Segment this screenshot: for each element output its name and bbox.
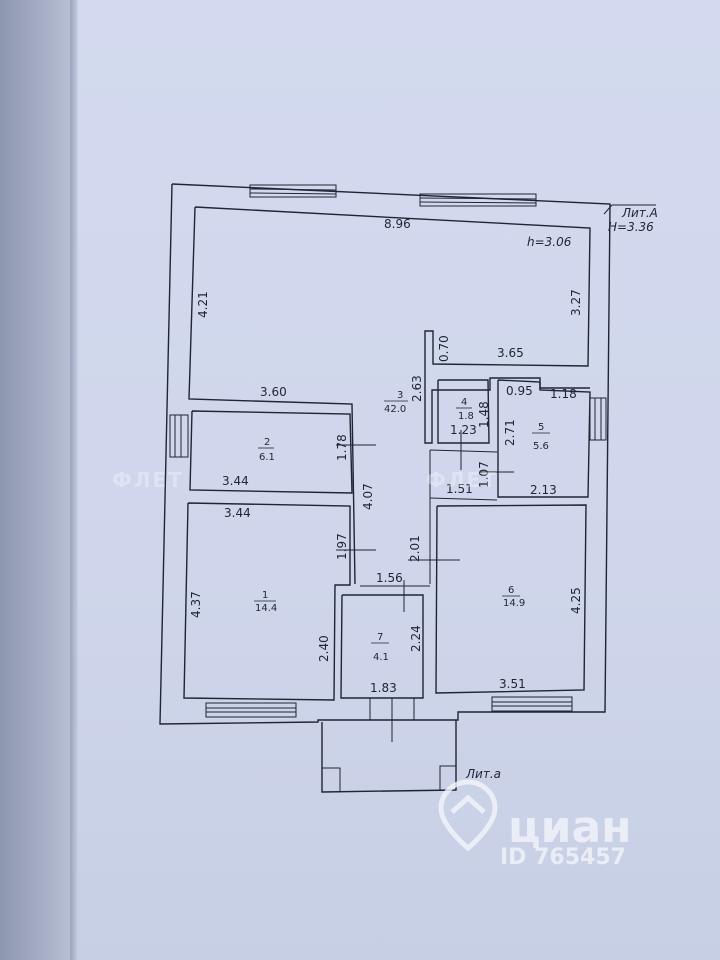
dim-r5-top-right: 1.18 [550,387,577,401]
watermark-brand: циан [508,802,632,853]
room-7-area: 4.1 [373,652,389,663]
dim-r4-height: 1.48 [477,401,491,428]
room-3-number: 3 [397,390,403,401]
dim-r5-height: 2.71 [503,419,517,446]
paper-edge [70,0,78,960]
room-2-number: 2 [264,437,270,448]
room-3-area: 42.0 [384,404,406,415]
lit-main-label: Лит.А [621,206,658,220]
dim-r1-width: 3.44 [224,506,251,520]
paper-sheet [70,0,720,960]
window-bottom-left [205,702,297,718]
window-top-left [249,184,337,198]
annex [321,720,457,793]
dim-r7-height: 2.24 [409,625,423,652]
room-7-wall [340,594,424,699]
room-2-area: 6.1 [259,452,275,463]
window-left [169,414,189,458]
height-main-label: H=3.36 [608,220,654,234]
room-5-number: 5 [538,422,544,433]
watermark-id: ID 765457 [500,845,626,870]
dim-r6-width: 3.51 [499,677,526,691]
room-2-wall [189,410,353,494]
room-6-wall [435,504,587,694]
dim-corridor-height: 4.07 [361,483,375,510]
dim-r5-top-left: 0.95 [506,384,533,398]
dim-top-width: 8.96 [384,217,411,231]
lit-annex-label: Лит.а [465,767,501,781]
room-6-number: 6 [508,585,514,596]
dim-r1-height: 4.37 [189,591,203,618]
room-labels: 3 42.0 2 6.1 1 14.4 4 1.8 5 5.6 6 14.9 7… [254,390,550,663]
vertical-dimensions: 4.21 3.27 0.70 2.63 1.48 2.71 1.07 1.78 … [189,289,583,662]
dim-pass-height: 2.63 [410,375,424,402]
dim-156: 1.56 [376,571,403,585]
window-bottom-right [491,696,573,712]
room-1-number: 1 [262,590,268,601]
room-4-number: 4 [461,397,467,408]
dim-niche: 0.70 [437,335,451,362]
room-4-wall [437,379,490,444]
room-5-area: 5.6 [533,441,549,452]
window-right [589,397,607,441]
window-top-right [419,193,537,207]
partition [429,449,498,453]
cian-logo-icon [438,779,498,852]
outer-wall [159,183,611,725]
partition [429,497,498,501]
room-1-wall [183,502,351,701]
dim-r6-height: 4.25 [569,587,583,614]
dim-left-height: 4.21 [196,291,210,318]
dim-inner-width: 3.65 [497,346,524,360]
faint-watermark-2: ФЛЕТ [426,468,498,492]
dim-hall-width: 3.60 [260,385,287,399]
horizontal-dimensions: 8.96 3.65 3.60 1.23 0.95 1.18 3.44 1.51 … [222,217,577,695]
dim-r4-width: 1.23 [450,423,477,437]
door-marks [336,430,514,742]
dim-r2-height: 1.78 [335,434,349,461]
dim-197: 1.97 [335,533,349,560]
lit-leader [603,204,656,215]
dim-r5-width: 2.13 [530,483,557,497]
dim-r2-width: 3.44 [222,474,249,488]
hall-inner-wall [194,206,591,444]
dim-r6-left: 2.01 [408,535,422,562]
hall-left-wall [188,206,356,585]
dim-151: 1.51 [446,482,473,496]
room-6-area: 14.9 [503,598,525,609]
room-1-area: 14.4 [255,603,277,614]
dim-right-height: 3.27 [569,289,583,316]
ceiling-height: h=3.06 [527,235,572,249]
room-7-number: 7 [377,632,383,643]
dim-r1-inner: 2.40 [317,635,331,662]
dim-107: 1.07 [477,461,491,488]
faint-watermark-1: ФЛЕТ [112,468,184,492]
room-4-area: 1.8 [458,411,474,422]
dim-r7-width: 1.83 [370,681,397,695]
room-5-wall [497,379,591,498]
